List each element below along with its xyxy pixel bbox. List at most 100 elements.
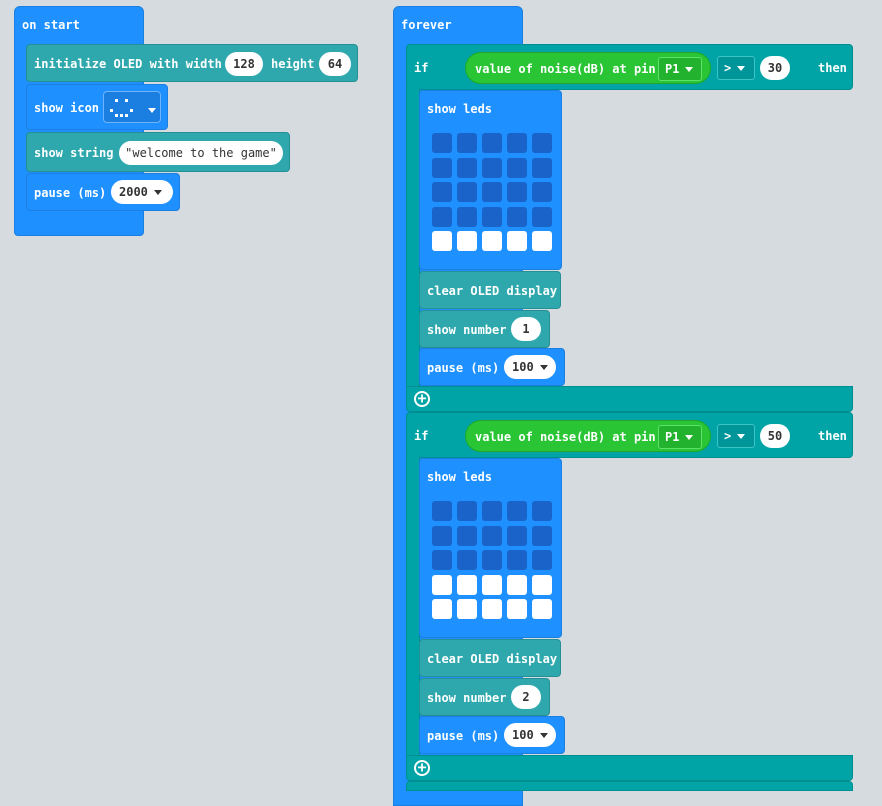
led-cell[interactable] [482,206,502,227]
led-cell[interactable] [457,574,477,595]
led-cell[interactable] [532,501,552,521]
if-block-1-footer: + [406,386,853,412]
init-oled-block[interactable]: initialize OLED with width 128 height 64 [26,44,358,82]
operator-dropdown[interactable]: > [717,56,755,80]
led-cell[interactable] [482,231,502,251]
threshold-input-2[interactable]: 50 [760,424,790,448]
led-cell[interactable] [532,182,552,202]
led-cell[interactable] [457,599,477,619]
clear-oled-block-1[interactable]: clear OLED display [419,271,561,309]
next-if-block-top[interactable] [406,781,853,791]
pin-dropdown[interactable]: P1 [658,425,702,449]
led-cell[interactable] [507,231,527,251]
led-cell[interactable] [507,133,527,153]
led-cell[interactable] [532,525,552,546]
led-cell[interactable] [482,574,502,595]
led-cell[interactable] [532,133,552,153]
led-cell[interactable] [532,157,552,178]
led-cell[interactable] [432,182,452,202]
led-cell[interactable] [482,133,502,153]
led-cell[interactable] [482,182,502,202]
led-cell[interactable] [507,550,527,570]
led-cell[interactable] [457,231,477,251]
led-cell[interactable] [532,574,552,595]
string-input[interactable]: "welcome to the game" [119,141,283,165]
led-cell[interactable] [432,206,452,227]
plus-circle-icon[interactable]: + [414,391,430,407]
led-cell[interactable] [432,133,452,153]
pause-block-1[interactable]: pause (ms) 100 [419,348,565,386]
led-cell[interactable] [507,206,527,227]
triangle-down-icon [142,103,156,117]
triangle-down-icon [737,66,746,71]
led-cell[interactable] [507,599,527,619]
triangle-down-icon [153,190,162,195]
led-cell[interactable] [532,206,552,227]
if-block-1[interactable]: if value of noise(dB) at pin P1 > 30 the… [406,44,853,90]
led-cell[interactable] [457,525,477,546]
triangle-down-icon [685,67,694,72]
show-icon-block[interactable]: show icon [26,84,168,130]
triangle-down-icon [539,365,548,370]
show-leds-block-2[interactable]: show leds [419,458,562,638]
pause-block[interactable]: pause (ms) 2000 [26,173,180,211]
icon-picker-dropdown[interactable] [103,91,161,123]
led-cell[interactable] [432,525,452,546]
led-cell[interactable] [457,133,477,153]
led-cell[interactable] [482,501,502,521]
led-cell[interactable] [507,157,527,178]
pin-value: P1 [665,430,680,444]
operator-dropdown[interactable]: > [717,424,755,448]
led-cell[interactable] [432,501,452,521]
led-cell[interactable] [482,550,502,570]
led-cell[interactable] [457,501,477,521]
string-value: welcome to the game [132,146,270,160]
led-cell[interactable] [457,182,477,202]
led-cell[interactable] [457,206,477,227]
show-leds-block-1[interactable]: show leds [419,90,562,270]
led-cell[interactable] [457,157,477,178]
pause-dropdown-1[interactable]: 100 [504,355,556,379]
pin-dropdown[interactable]: P1 [658,57,702,81]
triangle-down-icon [539,733,548,738]
number-input-1[interactable]: 1 [511,317,541,341]
led-cell[interactable] [482,525,502,546]
led-cell[interactable] [432,157,452,178]
led-cell[interactable] [432,550,452,570]
led-cell[interactable] [482,157,502,178]
oled-height-input[interactable]: 64 [319,52,351,76]
triangle-down-icon [737,434,746,439]
show-number-block-1[interactable]: show number 1 [419,310,550,348]
plus-circle-icon[interactable]: + [414,760,430,776]
noise-condition-label: value of noise(dB) at pin [475,430,656,444]
led-cell[interactable] [507,525,527,546]
if-label: if [414,61,429,75]
noise-condition-block[interactable]: value of noise(dB) at pin P1 [465,420,711,452]
if-block-2-footer: + [406,755,853,781]
if-block-2[interactable]: if value of noise(dB) at pin P1 > 50 the… [406,412,853,458]
threshold-input-1[interactable]: 30 [760,56,790,80]
led-grid-2[interactable] [432,501,557,626]
pause-label: pause (ms) [427,361,500,375]
led-cell[interactable] [482,599,502,619]
pause-dropdown[interactable]: 2000 [111,180,173,204]
led-cell[interactable] [432,599,452,619]
led-cell[interactable] [507,182,527,202]
led-cell[interactable] [532,550,552,570]
clear-oled-block-2[interactable]: clear OLED display [419,639,561,677]
pause-dropdown-2[interactable]: 100 [504,723,556,747]
led-cell[interactable] [532,599,552,619]
led-cell[interactable] [507,574,527,595]
led-cell[interactable] [432,231,452,251]
show-string-block[interactable]: show string "welcome to the game" [26,132,290,172]
number-input-2[interactable]: 2 [511,685,541,709]
pause-block-2[interactable]: pause (ms) 100 [419,716,565,754]
led-grid-1[interactable] [432,133,557,258]
led-cell[interactable] [457,550,477,570]
led-cell[interactable] [432,574,452,595]
show-number-block-2[interactable]: show number 2 [419,678,550,716]
led-cell[interactable] [507,501,527,521]
noise-condition-block[interactable]: value of noise(dB) at pin P1 [465,52,711,84]
oled-width-input[interactable]: 128 [225,52,263,76]
led-cell[interactable] [532,231,552,251]
